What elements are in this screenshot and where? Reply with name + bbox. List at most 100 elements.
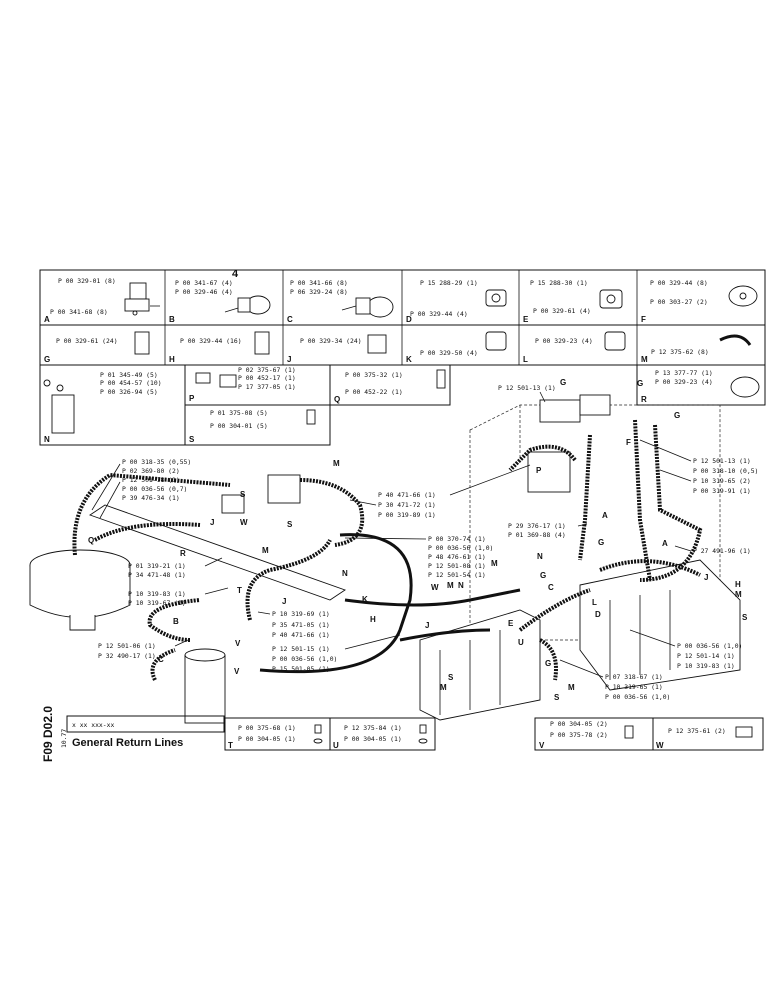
callout-text: P 15 501-05 (1) [272, 665, 330, 673]
detail-n-letter: N [44, 435, 50, 444]
detail-m-letter: M [641, 355, 648, 364]
callout-text: P 00 036-56 (0,7) [122, 485, 187, 493]
detail-g-line-1: P 00 329-61 (24) [56, 337, 118, 345]
callout-text: P 10 319-69 (1) [272, 610, 330, 618]
detail-box-q: P 00 375-32 (1) P 00 452-22 (1) Q [334, 369, 446, 404]
callout-text: P 00 370-74 (1) [428, 535, 486, 543]
return-hose [94, 522, 201, 542]
label-u: U [518, 638, 524, 647]
callout-text: P 39 476-34 (1) [122, 494, 180, 502]
callout-text: P 32 490-17 (1) [98, 652, 156, 660]
callout-text: P 12 501-08 (1) [428, 562, 486, 570]
detail-box-k: P 00 329-50 (4) K [406, 331, 507, 364]
callout-text: P 40 471-66 (1) [272, 631, 330, 639]
flange-part [366, 296, 394, 318]
detail-t-line-1: P 00 375-68 (1) [238, 724, 296, 732]
return-hose [245, 538, 332, 621]
label-n: N [537, 552, 543, 561]
label-s: S [287, 520, 293, 529]
detail-q-line-2: P 00 452-22 (1) [345, 388, 403, 396]
number-box: x xx xxx-xx [72, 721, 114, 729]
return-hose [150, 648, 176, 681]
detail-r-line-2: P 00 329-23 (4) [655, 378, 713, 386]
return-hose [538, 638, 558, 681]
label-b: B [173, 617, 179, 626]
return-hose [639, 424, 703, 582]
label-m: M [735, 590, 742, 599]
detail-b-line-1: P 00 341-67 (4) [175, 279, 233, 287]
label-g: G [545, 659, 551, 668]
detail-box-j: P 00 329-34 (24) J [287, 334, 387, 364]
tank-cap [539, 399, 581, 423]
detail-e-line-2: P 00 329-61 (4) [533, 307, 591, 315]
label-d: D [595, 610, 601, 619]
detail-box-w: P 12 375-61 (2) W [656, 726, 753, 750]
detail-r-letter: R [641, 395, 647, 404]
detail-box-l: P 00 329-23 (4) L [523, 331, 626, 364]
callout-text: P 12 501-13 (1) [498, 384, 556, 392]
callout-text: P 29 376-17 (1) [508, 522, 566, 530]
label-s: S [240, 490, 246, 499]
label-m: M [440, 683, 447, 692]
detail-q-line-1: P 00 375-32 (1) [345, 371, 403, 379]
return-hose [508, 444, 577, 472]
detail-box-p: P 02 375-67 (1) P 00 452-17 (1) P 17 377… [189, 366, 296, 403]
label-g: G [540, 571, 546, 580]
detail-j-letter: J [287, 355, 291, 364]
return-pipe [259, 533, 413, 674]
detail-k-line-1: P 00 329-50 (4) [420, 349, 478, 357]
detail-v-letter: V [539, 741, 545, 750]
flange-part [730, 376, 760, 398]
detail-c-line-2: P 06 329-24 (8) [290, 288, 348, 296]
detail-s-letter: S [189, 435, 195, 444]
detail-d-line-1: P 15 288-29 (1) [420, 279, 478, 287]
callout-center-top: P 40 471-66 (1) P 30 471-72 (1) P 00 319… [349, 464, 531, 519]
label-n: N [342, 569, 348, 578]
detail-s-line-2: P 00 304-01 (5) [210, 422, 268, 430]
label-m: M [568, 683, 575, 692]
callout-center-low: P 10 319-69 (1) P 35 471-05 (1) P 40 471… [257, 610, 330, 639]
detail-u-line-2: P 00 304-05 (1) [344, 735, 402, 743]
return-pipe [344, 588, 521, 607]
callout-bottom-right: P 07 318-67 (1) P 10 319-65 (1) P 00 036… [559, 659, 670, 701]
callout-text: P 01 319-21 (1) [128, 562, 186, 570]
fitting-part [485, 331, 507, 351]
callout-center-bottom: P 12 501-15 (1) P 00 036-56 (1,0) P 15 5… [272, 634, 401, 673]
callout-text: P 12 501-13 (1) [693, 457, 751, 465]
detail-box-m: P 12 375-62 (8) M [641, 334, 752, 364]
detail-a-letter: A [44, 315, 50, 324]
label-j: J [282, 597, 286, 606]
detail-c-line-1: P 00 341-66 (8) [290, 279, 348, 287]
detail-box-f: P 00 329-44 (8) P 00 303-27 (2) F [641, 279, 758, 324]
callout-tank-left: P 29 376-17 (1) P 01 369-88 (4) [508, 522, 588, 539]
label-l: L [592, 598, 597, 607]
fitting-part [254, 331, 270, 355]
detail-f-letter: F [641, 315, 646, 324]
bracket-part [51, 394, 75, 434]
callout-text: P 12 501-15 (1) [272, 645, 330, 653]
return-hose [518, 588, 591, 632]
fitting-part [134, 331, 150, 355]
label-m: M [262, 546, 269, 555]
detail-l-line-1: P 00 329-23 (4) [535, 337, 593, 345]
label-k: K [362, 595, 368, 604]
callout-text: P 00 318-35 (0,55) [122, 458, 191, 466]
label-g: G [598, 538, 604, 547]
label-a: A [662, 539, 668, 548]
callout-text: P 12 501-06 (1) [98, 642, 156, 650]
page-marker: 4 [232, 268, 239, 280]
label-j: J [425, 621, 429, 630]
callout-text: P 01 369-88 (4) [508, 531, 566, 539]
label-g: G [674, 411, 680, 420]
label-g: G [637, 379, 643, 388]
callout-right-low: P 00 036-56 (1,0) P 12 501-14 (1) P 10 3… [629, 629, 742, 670]
callout-text: P 12 501-14 (1) [677, 652, 735, 660]
flange-part [219, 374, 237, 388]
detail-k-letter: K [406, 355, 412, 364]
detail-box-h: P 00 329-44 (16) H [169, 331, 270, 364]
callout-tank-top: P 12 501-13 (1) [498, 384, 556, 403]
detail-a-line-2: P 00 341-68 (8) [50, 308, 108, 316]
callout-text: P 00 319-91 (1) [693, 487, 751, 495]
callout-text: P 07 318-67 (1) [605, 673, 663, 681]
